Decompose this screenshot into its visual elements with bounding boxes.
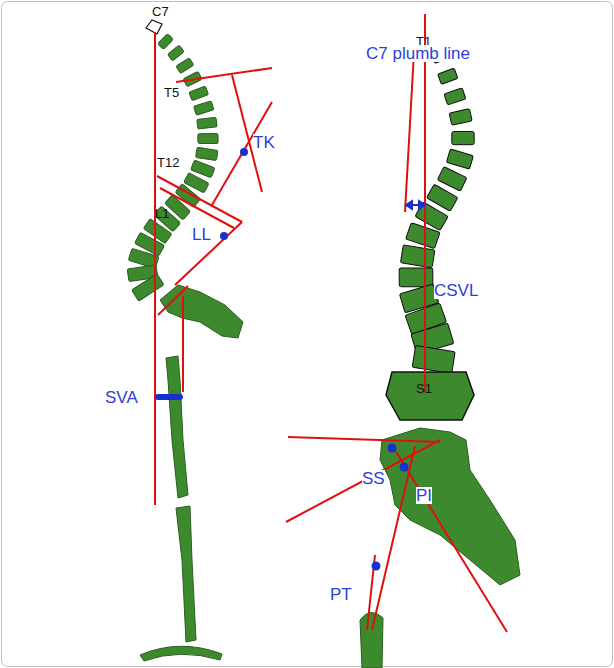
femoral-head [360, 612, 383, 668]
vertebra [446, 149, 473, 169]
vertebra [167, 45, 184, 61]
measure-label: PT [330, 586, 352, 603]
vertebra-label: T12 [157, 156, 179, 169]
measure-label: PI [416, 487, 432, 504]
foot [140, 646, 222, 661]
c7-vertebra [146, 20, 162, 34]
vertebra-label: L1 [155, 207, 169, 220]
angle-dots [155, 148, 409, 571]
vertebra [452, 131, 474, 144]
vertebra [406, 223, 440, 249]
measure-label: SS [362, 470, 385, 487]
vertebra-label: S1 [416, 382, 432, 395]
offset-arrow [406, 201, 425, 209]
vertebra [196, 147, 218, 160]
vertebra [194, 101, 214, 115]
vertebra [444, 88, 466, 105]
vertebra [438, 68, 458, 84]
sacrum [386, 372, 474, 420]
measure-label: SVA [105, 389, 138, 406]
measure-label: TK [253, 134, 275, 151]
measure-label: CSVL [434, 282, 478, 299]
vertebra [189, 86, 209, 101]
measure-label: LL [192, 226, 211, 243]
vertebra [400, 245, 434, 268]
vertebra-label: T5 [164, 86, 179, 99]
femur [166, 356, 188, 498]
vertebra [399, 268, 433, 287]
vertebra [132, 274, 164, 301]
vertebra [449, 109, 472, 126]
pelvis [160, 285, 243, 338]
vertebra [176, 58, 194, 74]
vertebra [412, 345, 455, 373]
vertebrae [127, 34, 474, 374]
vertebra-label: C7 [152, 5, 169, 18]
vertebra [158, 34, 174, 50]
measure-label: C7 plumb line [366, 45, 470, 62]
vertebra [198, 134, 218, 144]
vertebra [437, 167, 466, 192]
vertebra [197, 117, 217, 129]
tibia [176, 506, 196, 642]
measure-lines [155, 14, 507, 632]
vertebra [191, 160, 215, 178]
